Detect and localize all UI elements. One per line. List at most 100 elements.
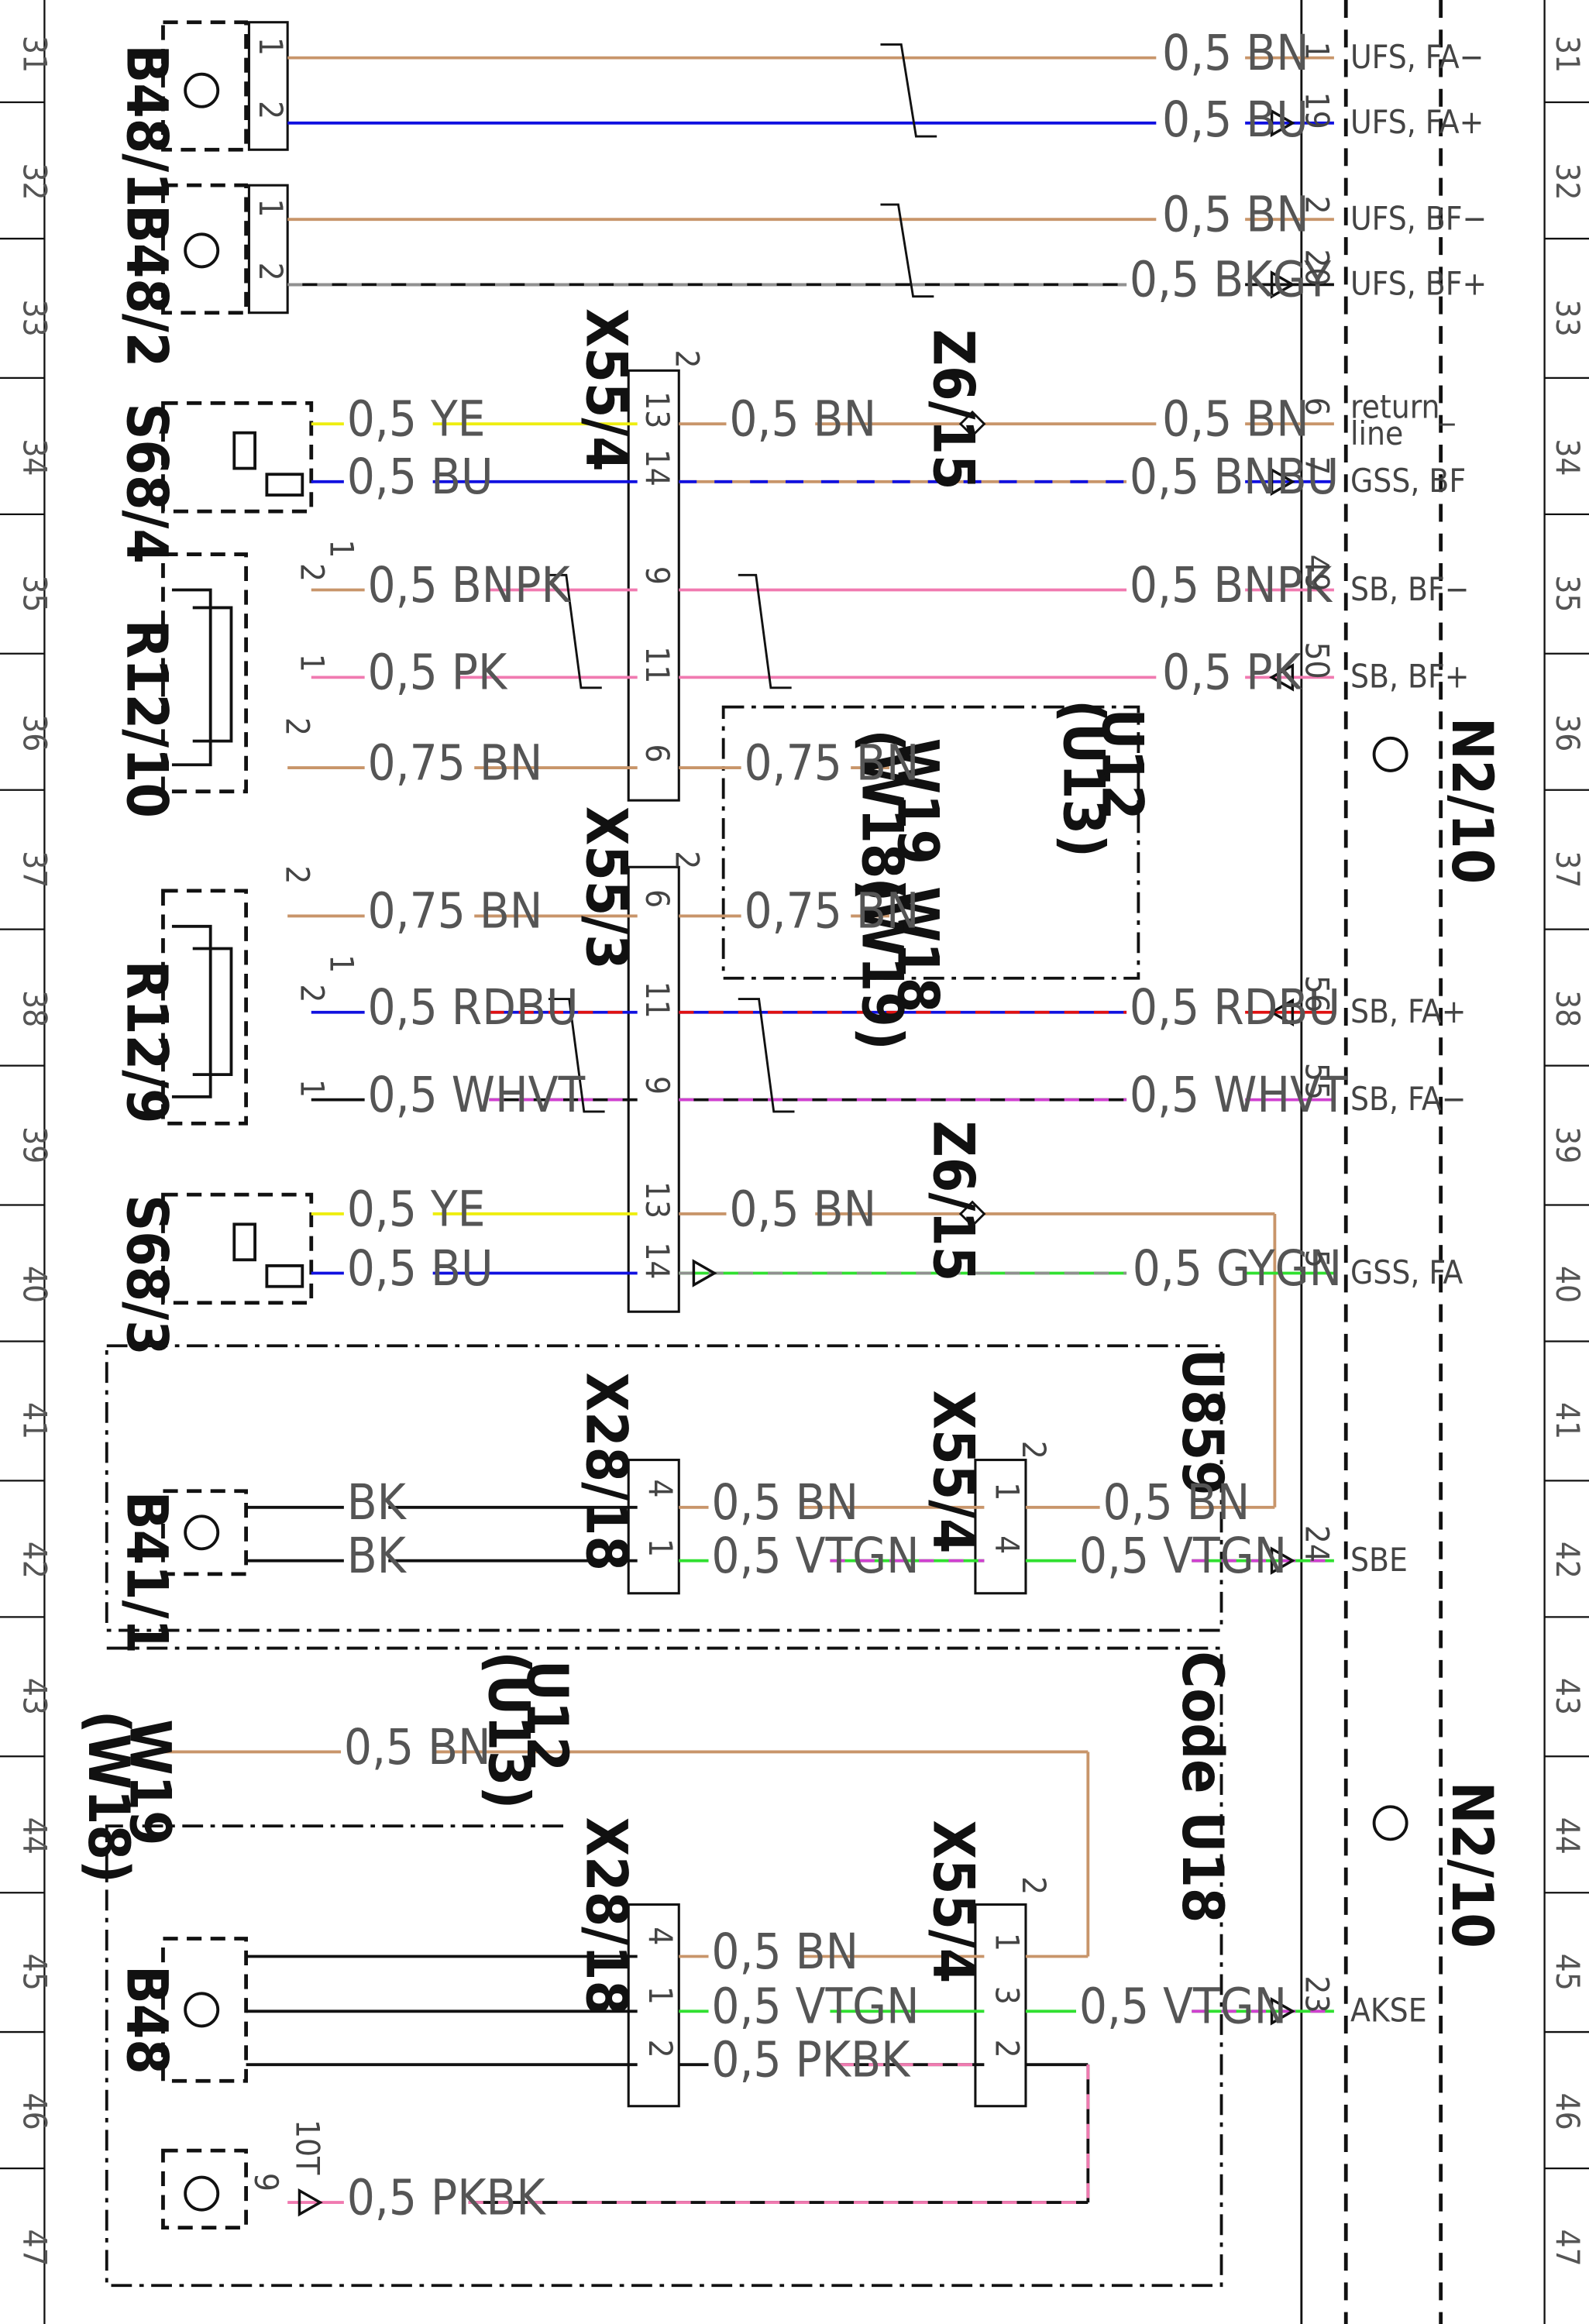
row-number: 46 [16,2093,54,2130]
wire-label: 0,75 BN [367,882,542,940]
pin-number: 5 [1298,1250,1336,1268]
component-label: X28/18 [573,1817,638,2016]
wire-label: 0,5 PK [367,644,508,701]
wires [163,56,1334,2205]
pin-number: 7 [1298,456,1336,475]
wire-label: 0,5 YE [347,1180,486,1237]
row-number: 42 [16,1542,54,1579]
pin-number: 2 [293,563,331,582]
wire-label: 0,5 GYGN [1133,1239,1342,1297]
pin-number: 3 [989,1986,1027,2005]
component-label: N2/10 [1439,717,1504,884]
wire-label: 0,5 WHVT [1130,1066,1347,1123]
row-number: 42 [1549,1542,1587,1579]
wire-label: 0,5 WHVT [367,1066,585,1123]
wire-label: 0,5 BN [1162,185,1309,242]
signal-label: SB, FA− [1350,1080,1467,1118]
component-label: Z6/15 [920,1120,985,1281]
signal-label: UFS, BF+ [1350,265,1487,303]
signal-label: SB, FA+ [1350,992,1467,1030]
component-label: Code U18 [1169,1651,1234,1923]
pin-number: 20 [1298,249,1336,286]
component-label: X55/3 [573,806,638,970]
component-label: W19 [884,738,949,865]
sensor-symbols [184,72,1408,2212]
row-number: 32 [1549,163,1587,200]
row-number: 35 [16,575,54,612]
wire-label: 0,5 BN [1102,1473,1250,1531]
pin-number: 2 [1298,196,1336,215]
pin-number: 2 [1015,1876,1053,1895]
wire-label: 0,5 BN [729,390,876,448]
pin-number: 1 [252,37,290,56]
signal-label: line [1350,414,1403,452]
row-number: 34 [1549,438,1587,476]
pin-number: 1 [293,654,331,672]
row-number: 43 [16,1678,54,1715]
wire-label: 0,5 BN [344,1718,491,1776]
row-number: 47 [1549,2229,1587,2267]
wire-label: 0,5 BNPK [367,556,571,614]
component-label: (W18) [849,729,914,902]
component-label: Z6/15 [920,329,985,490]
pin-number: 2 [668,350,706,369]
signal-label: AKSE [1350,1992,1427,2030]
row-number: 35 [1549,575,1587,612]
row-number: 36 [1549,714,1587,751]
pin-number: 14 [638,449,676,486]
connector-blocks [247,21,1027,2108]
row-numbers-left: 31 32 33 34 35 36 37 38 39 40 41 42 43 4… [16,36,54,2267]
row-number: 33 [16,299,54,336]
wire-label: 0,5 BN [711,1473,858,1531]
row-number: 39 [1549,1126,1587,1164]
signal-label: GSS, BF [1350,462,1466,500]
row-number: 37 [16,851,54,888]
pin-number: 6 [1298,397,1336,416]
pin-number: 1 [989,1482,1027,1501]
signal-label: UFS, FA+ [1350,103,1484,141]
wire-label: BK [347,1527,408,1584]
component-label: R12/9 [114,961,179,1124]
pin-number: 10T [289,2119,327,2175]
pin-number: 2 [252,101,290,119]
row-number: 31 [1549,36,1587,73]
pin-number: 2 [989,2040,1027,2058]
signal-label: UFS, FA− [1350,38,1484,76]
component-label: B48/1 [114,44,179,207]
component-label: U859 [1169,1349,1234,1496]
pin-numbers: 1 19 2 20 6 7 49 50 56 55 5 24 23 1 2 1 … [247,37,1336,2192]
component-label: U12 [1089,709,1154,820]
wire-label: 0,5 YE [347,390,486,448]
wire-label: 0,75 BN [367,734,542,791]
component-label: B48 [114,1965,179,2075]
pin-number: 50 [1298,641,1336,679]
component-label: U12 [514,1660,579,1772]
pin-number: 14 [638,1242,676,1279]
pin-number: 56 [1298,975,1336,1012]
twisted-pair-markers [548,43,937,1113]
component-label: (W19) [849,878,914,1050]
wire-label: 0,5 RDBU [1130,978,1340,1036]
wire-label: 0,5 VTGN [711,1978,919,2035]
pin-number: 9 [247,2173,285,2192]
signal-label: GSS, FA [1350,1253,1463,1291]
row-number: 31 [16,36,54,73]
wire-label: 0,5 BKGY [1130,251,1331,308]
row-number: 38 [1549,990,1587,1027]
signal-label: UFS, BF− [1350,200,1487,238]
left-ruler [0,0,46,2324]
component-label: R12/10 [114,620,179,818]
wire-label: 0,5 RDBU [367,978,578,1036]
wire-label: 0,5 PKBK [711,2030,911,2088]
component-label: X55/4 [920,1820,985,1983]
pin-number: 23 [1298,1975,1336,2013]
wire-label: 0,5 VTGN [1079,1978,1287,2035]
pin-number: 2 [278,717,316,736]
wire-label: BK [347,1473,408,1531]
wire-label: 0,5 PKBK [347,2168,547,2226]
pin-number: 2 [293,984,331,1002]
wire-label: 0,75 BN [744,734,919,791]
splice-points [958,410,986,1228]
row-number: 45 [1549,1954,1587,1991]
